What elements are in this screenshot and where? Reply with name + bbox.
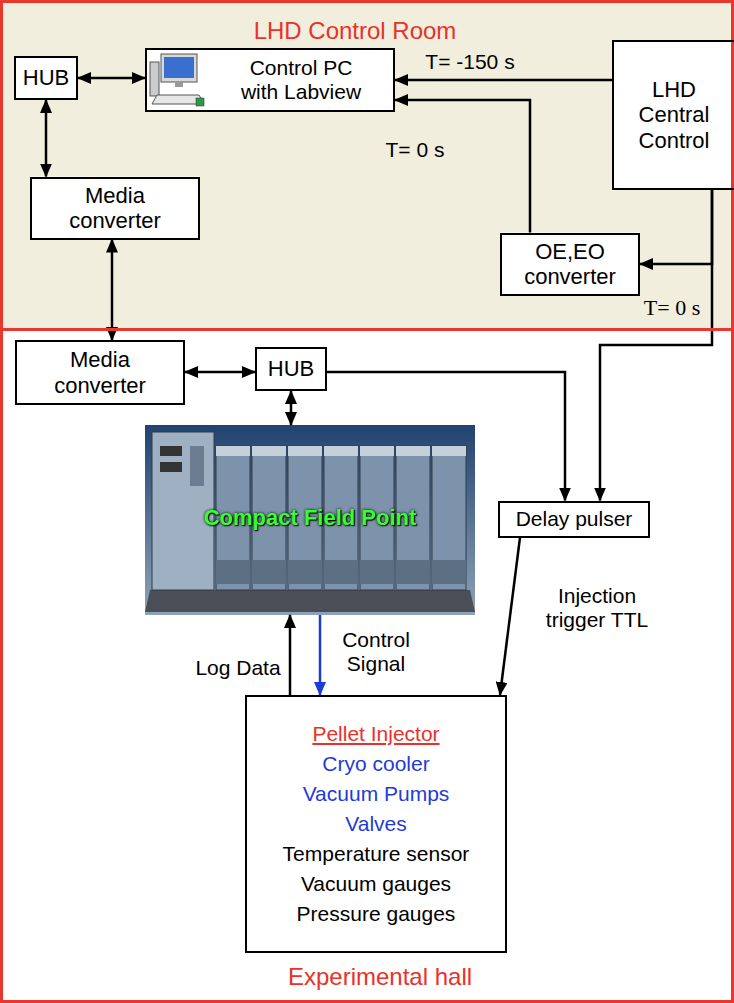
box-ground bbox=[612, 40, 734, 190]
pc-screen bbox=[164, 57, 194, 78]
io-module-top bbox=[396, 446, 430, 456]
pc-monitor bbox=[161, 54, 197, 82]
io-module-top bbox=[252, 446, 286, 456]
connector bbox=[640, 190, 712, 264]
edge-label-holder: T= 0 s bbox=[386, 138, 445, 162]
node-label: HUB bbox=[268, 356, 314, 381]
node-label: Media converter bbox=[59, 183, 171, 234]
io-terminals bbox=[216, 560, 250, 584]
io-terminals bbox=[324, 560, 358, 584]
photo-backdrop bbox=[145, 425, 475, 615]
pc-tower bbox=[150, 62, 159, 96]
process-box: HUB bbox=[14, 56, 78, 100]
box-ground bbox=[500, 233, 640, 296]
connector bbox=[319, 615, 322, 695]
io-module-top bbox=[288, 446, 322, 456]
box-ground bbox=[245, 695, 507, 953]
region-ground bbox=[0, 328, 734, 1003]
process-box: HUB bbox=[255, 347, 327, 391]
connector bbox=[78, 77, 145, 80]
process-box: OE,EO converter bbox=[500, 233, 640, 296]
edge-label: T= 0 s bbox=[644, 295, 700, 320]
node-label: Media converter bbox=[44, 347, 156, 398]
box-ground bbox=[14, 56, 78, 100]
node-label: LHD Central Control bbox=[628, 77, 720, 153]
connector bbox=[111, 240, 114, 341]
box-ground bbox=[255, 347, 327, 391]
edge-label-holder: T= -150 s bbox=[425, 50, 514, 74]
io-terminals bbox=[252, 560, 286, 584]
controller-port bbox=[160, 462, 182, 472]
region-band: LHD Control RoomHUB Control PC with Labvi… bbox=[0, 0, 734, 331]
node-label: Pellet Injector bbox=[312, 722, 439, 746]
edge-label-holder: Injection trigger TTL bbox=[537, 584, 657, 632]
process-box: Media converter bbox=[15, 340, 185, 405]
region-title: Experimental hall bbox=[16, 963, 734, 991]
computer-icon bbox=[150, 54, 204, 106]
process-box: Control PC with Labview bbox=[145, 48, 395, 112]
pc-stand bbox=[175, 82, 183, 87]
edge-label-holder: Control Signal bbox=[335, 628, 417, 676]
io-terminals bbox=[360, 560, 394, 584]
connector bbox=[327, 372, 565, 501]
node-label: Cryo cooler bbox=[322, 752, 429, 776]
edge-label: T= -150 s bbox=[425, 50, 514, 74]
process-box: LHD Central Control bbox=[612, 40, 734, 190]
edge-label: Control Signal bbox=[335, 628, 417, 676]
controller-port bbox=[160, 446, 182, 456]
box-ground bbox=[498, 501, 650, 538]
node-label: Valves bbox=[345, 812, 406, 836]
node-label: OE,EO converter bbox=[514, 239, 626, 290]
connector bbox=[395, 79, 612, 82]
connector bbox=[45, 100, 48, 177]
io-module-top bbox=[324, 446, 358, 456]
connector bbox=[289, 615, 292, 695]
io-terminals bbox=[396, 560, 430, 584]
edge-label: Log Data bbox=[195, 656, 280, 680]
connector bbox=[500, 538, 520, 696]
node-label: Pressure gauges bbox=[297, 902, 456, 926]
edge-label-holder: Log Data bbox=[195, 656, 280, 680]
process-box: Pellet InjectorCryo coolerVacuum PumpsVa… bbox=[245, 695, 507, 953]
region-title: LHD Control Room bbox=[0, 17, 719, 45]
node-label: Temperature sensor bbox=[283, 842, 470, 866]
node-label: Delay pulser bbox=[516, 507, 633, 531]
box-ground bbox=[15, 340, 185, 405]
edge-label: Injection trigger TTL bbox=[537, 584, 657, 632]
connector bbox=[395, 100, 530, 233]
io-terminals bbox=[288, 560, 322, 584]
node-label: Control PC with Labview bbox=[231, 56, 371, 104]
process-box: Media converter bbox=[30, 177, 200, 240]
io-terminals bbox=[432, 560, 466, 584]
process-box: Delay pulser bbox=[498, 501, 650, 538]
node-label: Vacuum gauges bbox=[301, 872, 451, 896]
io-module-top bbox=[360, 446, 394, 456]
connector bbox=[290, 391, 293, 425]
device-picture: Compact Field Point bbox=[145, 425, 475, 615]
compact-field-point-picture bbox=[145, 425, 475, 615]
base-rail bbox=[145, 590, 475, 612]
box-ground bbox=[145, 48, 395, 112]
controller-panel bbox=[190, 446, 204, 486]
node-label: HUB bbox=[23, 65, 69, 90]
io-module-top bbox=[216, 446, 250, 456]
edge-label-holder: T= 0 s bbox=[644, 295, 700, 320]
labview-icon bbox=[196, 98, 204, 106]
connector bbox=[600, 190, 712, 501]
io-module bbox=[432, 446, 466, 590]
io-module-top bbox=[432, 446, 466, 456]
node-label: Vacuum Pumps bbox=[303, 782, 450, 806]
node-label: Compact Field Point bbox=[204, 505, 417, 530]
edge-label: T= 0 s bbox=[386, 138, 445, 162]
connector bbox=[185, 371, 255, 374]
box-ground bbox=[30, 177, 200, 240]
